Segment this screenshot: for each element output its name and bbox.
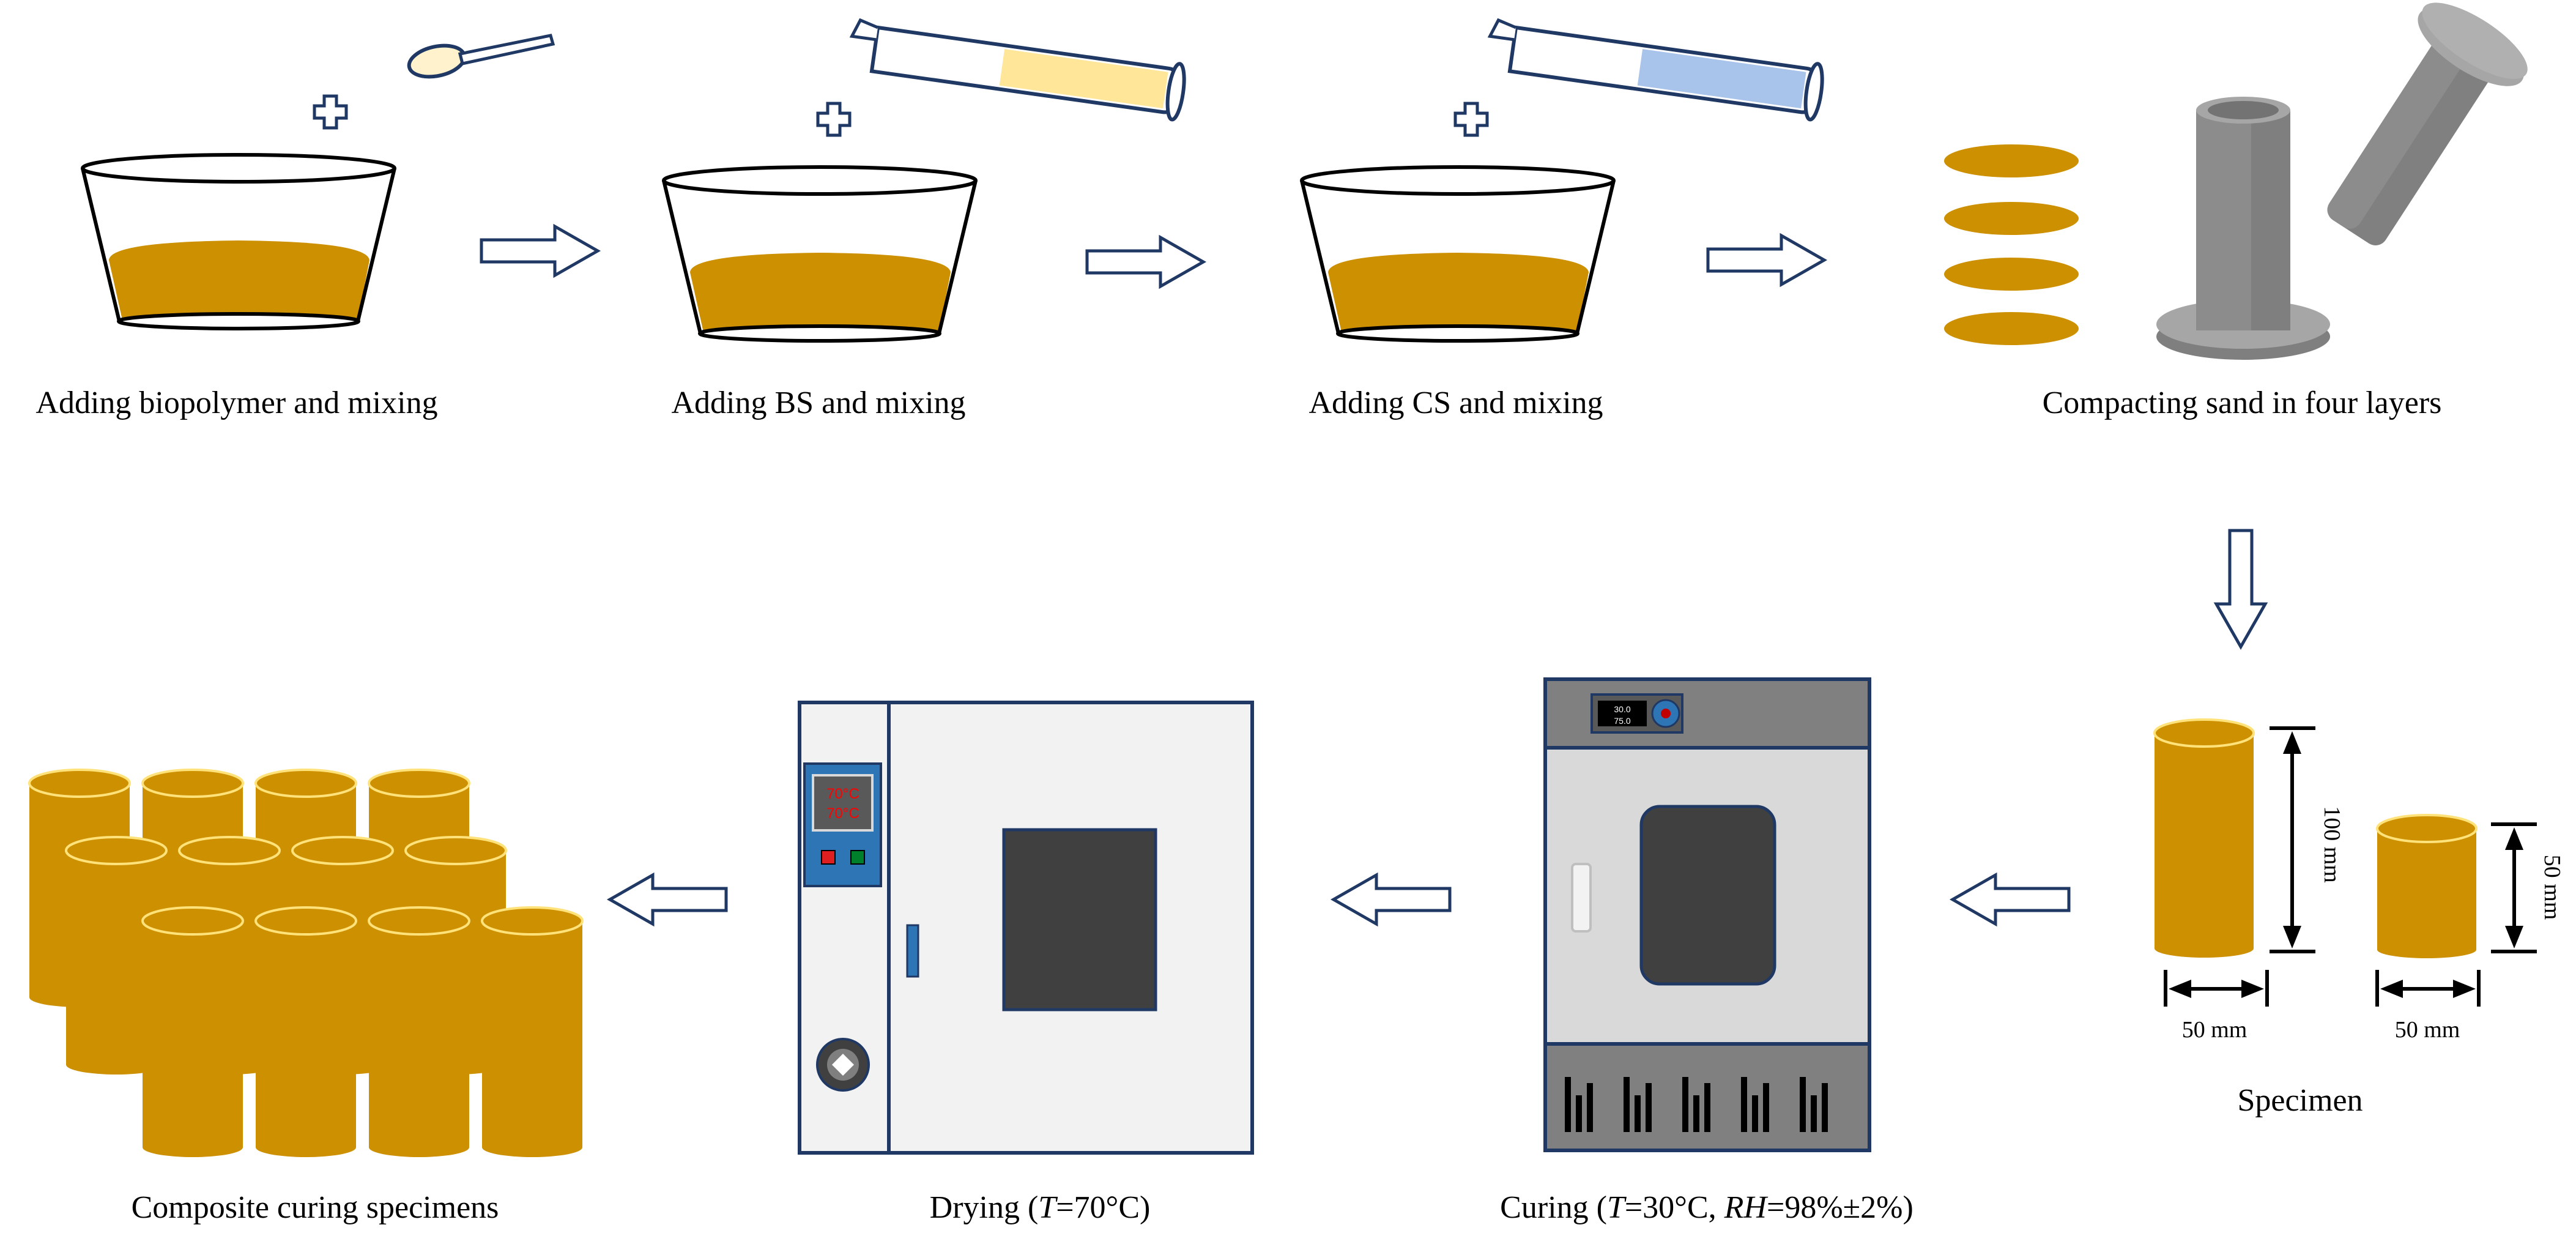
hollow-arrow-icon bbox=[1334, 875, 1450, 924]
chamber-handle bbox=[1571, 863, 1592, 933]
short-specimen bbox=[2376, 814, 2478, 958]
graduated-cylinder-icon bbox=[847, 18, 1187, 121]
short-height-dimension bbox=[2491, 822, 2537, 953]
step2-group: Adding BS and mixing bbox=[664, 18, 1187, 420]
specimen-group: 100 mm 50 mm 50 mm 50 mm Specimen bbox=[2153, 718, 2565, 1118]
mixing-bowl-icon bbox=[1302, 167, 1614, 341]
spoon-icon bbox=[407, 34, 555, 79]
hollow-arrow-icon bbox=[1087, 237, 1203, 286]
compaction-mould-icon bbox=[2156, 97, 2330, 360]
drying-oven-icon: 70°C 70°C Drying (T=70°C) bbox=[798, 701, 1254, 1225]
specimen-caption: Specimen bbox=[2237, 1083, 2363, 1118]
chamber-display-line2: 75.0 bbox=[1614, 716, 1630, 726]
short-diameter-dimension bbox=[2375, 970, 2481, 1007]
step3-caption: Adding CS and mixing bbox=[1308, 385, 1603, 420]
mixing-bowl-icon bbox=[83, 155, 395, 329]
short-diameter-label: 50 mm bbox=[2395, 1017, 2460, 1043]
short-height-label: 50 mm bbox=[2539, 855, 2565, 920]
hollow-arrow-icon bbox=[481, 226, 598, 275]
mixing-bowl-icon bbox=[664, 167, 976, 341]
composite-cylinder bbox=[141, 906, 244, 1157]
drying-caption: Drying (T=70°C) bbox=[930, 1190, 1151, 1225]
step4-caption: Compacting sand in four layers bbox=[2043, 385, 2442, 420]
step4-group: Compacting sand in four layers bbox=[1944, 2, 2528, 420]
step2-caption: Adding BS and mixing bbox=[671, 385, 965, 420]
oven-red-button bbox=[821, 850, 836, 865]
curing-chamber-icon: 30.0 75.0 Curing (T=30°C, RH=98%±2%) bbox=[1500, 677, 1913, 1225]
curing-caption: Curing (T=30°C, RH=98%±2%) bbox=[1500, 1190, 1913, 1225]
oven-handle bbox=[906, 924, 919, 978]
hollow-arrow-icon bbox=[2216, 531, 2265, 647]
tall-specimen bbox=[2153, 718, 2255, 958]
tall-diameter-dimension bbox=[2164, 970, 2269, 1007]
hollow-arrow-icon bbox=[1708, 236, 1824, 285]
oven-knob-icon bbox=[816, 1038, 870, 1092]
composite-cylinder bbox=[368, 906, 470, 1157]
tall-height-dimension bbox=[2270, 726, 2315, 953]
plus-icon bbox=[818, 103, 850, 135]
oven-window bbox=[1002, 828, 1157, 1011]
sand-layers bbox=[1944, 144, 2079, 345]
chamber-vents bbox=[1565, 1077, 1828, 1132]
tall-diameter-label: 50 mm bbox=[2182, 1017, 2248, 1043]
hollow-arrow-icon bbox=[1953, 875, 2069, 924]
step1-caption: Adding biopolymer and mixing bbox=[35, 385, 437, 420]
graduated-cylinder-icon bbox=[1485, 18, 1825, 121]
tall-height-label: 100 mm bbox=[2319, 806, 2345, 883]
plus-icon bbox=[314, 96, 346, 128]
composite-specimens bbox=[28, 769, 584, 1157]
step1-group: Adding biopolymer and mixing bbox=[35, 34, 555, 420]
chamber-window bbox=[1639, 805, 1776, 986]
hollow-arrow-icon bbox=[610, 875, 726, 924]
oven-display-line1: 70°C bbox=[826, 786, 859, 802]
compaction-rammer-icon bbox=[2327, 2, 2528, 245]
composite-cylinder bbox=[481, 906, 584, 1157]
composite-caption: Composite curing specimens bbox=[132, 1190, 499, 1225]
chamber-display-line1: 30.0 bbox=[1614, 704, 1630, 714]
step3-group: Adding CS and mixing bbox=[1302, 18, 1825, 420]
plus-icon bbox=[1455, 103, 1487, 135]
oven-green-button bbox=[850, 850, 865, 865]
composite-cylinder bbox=[254, 906, 357, 1157]
oven-display-line2: 70°C bbox=[826, 805, 859, 822]
